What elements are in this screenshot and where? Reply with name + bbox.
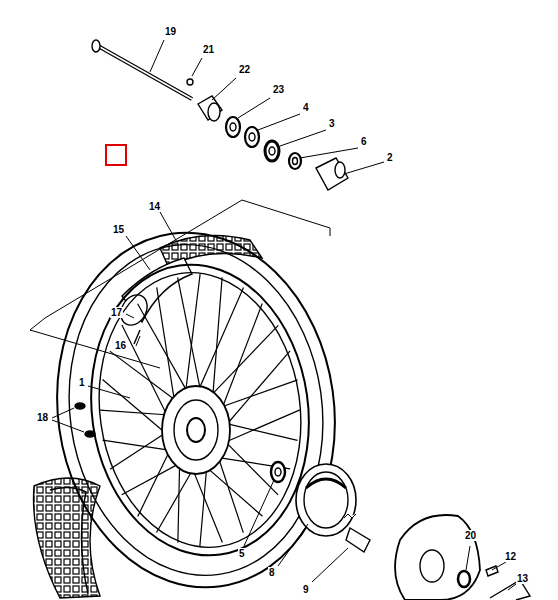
spoke (219, 304, 262, 416)
red-marker (106, 145, 126, 165)
spoke (103, 380, 171, 438)
spoke (221, 438, 278, 495)
spoke (196, 288, 243, 396)
callout-number: 22 (238, 64, 251, 75)
spoke (216, 380, 297, 409)
spoke (207, 325, 278, 399)
callout-number: 6 (360, 136, 368, 147)
spoke (178, 277, 202, 396)
brake-shoe (296, 464, 356, 536)
callout-number: 14 (148, 201, 161, 212)
tube (116, 258, 192, 344)
spoke (202, 463, 263, 516)
spoke (222, 351, 290, 430)
callout-number: 23 (272, 84, 285, 95)
brake-plate (395, 515, 530, 600)
spoke (157, 287, 176, 408)
callout-number: 3 (328, 118, 336, 129)
axle (92, 40, 193, 99)
callout-number: 13 (516, 573, 529, 584)
spoke (100, 410, 173, 415)
tire-section (34, 478, 100, 598)
spoke (219, 410, 300, 445)
callout-number: 20 (464, 530, 477, 541)
callout-number: 8 (268, 567, 276, 578)
callout-number: 19 (164, 26, 177, 37)
rim (73, 250, 328, 569)
axle-parts (198, 96, 348, 190)
callout-number: 15 (112, 224, 125, 235)
callout-number: 17 (110, 307, 123, 318)
callout-number: 4 (302, 102, 310, 113)
spoke (122, 325, 171, 422)
callout-number: 5 (238, 548, 246, 559)
callout-number: 2 (386, 152, 394, 163)
callout-number: 12 (504, 551, 517, 562)
spoke (185, 274, 200, 399)
spoke (221, 422, 297, 440)
spoke (138, 304, 191, 397)
callout-number: 16 (114, 340, 127, 351)
callout-number: 21 (202, 44, 215, 55)
spoke (216, 451, 243, 532)
leader-lines (126, 40, 516, 590)
brake-cam (344, 514, 370, 552)
callout-number: 9 (302, 584, 310, 595)
callout-number: 1 (78, 377, 86, 388)
callout-number: 18 (36, 412, 49, 423)
